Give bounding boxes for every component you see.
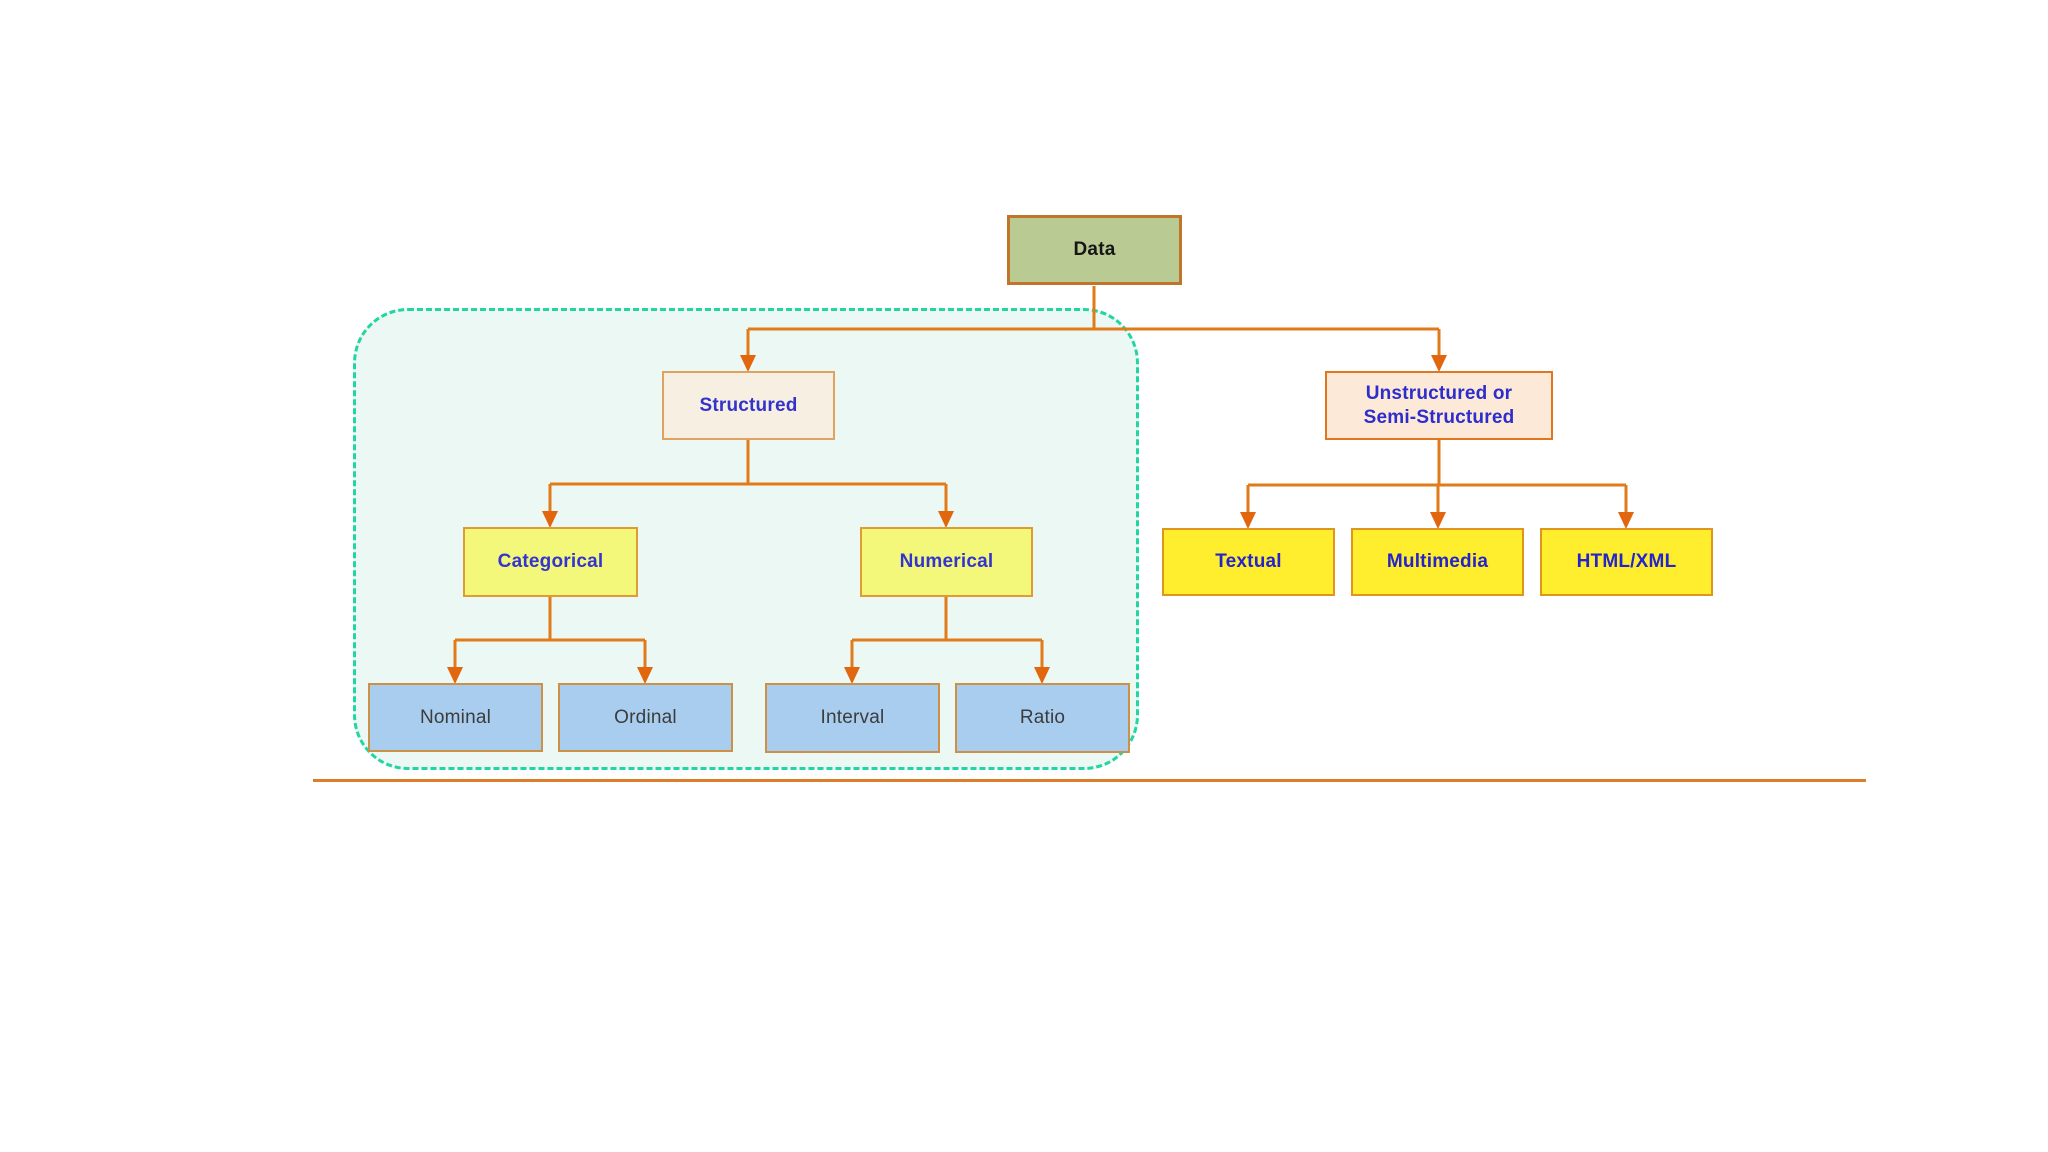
arrowhead-to-htmlxml-icon (1618, 512, 1634, 529)
node-nominal-label: Nominal (419, 706, 492, 728)
connector-categorical-trunk (453, 597, 647, 668)
node-ordinal: Ordinal (558, 683, 733, 752)
connector-numerical-trunk (850, 597, 1044, 668)
node-numerical-label: Numerical (899, 551, 994, 572)
node-numerical: Numerical (860, 527, 1033, 597)
node-structured: Structured (662, 371, 835, 440)
arrowhead-to-categorical-icon (542, 511, 558, 528)
connector-structured-trunk (548, 440, 948, 512)
node-unstructured-label-line2: Semi-Structured (1363, 406, 1515, 428)
node-data: Data (1007, 215, 1182, 285)
arrowhead-to-textual-icon (1240, 512, 1256, 529)
connector-unstructured-trunk (1246, 440, 1628, 513)
node-unstructured-label-line1: Unstructured or (1365, 382, 1513, 404)
node-ratio: Ratio (955, 683, 1130, 753)
node-textual: Textual (1162, 528, 1335, 596)
node-html-xml-label: HTML/XML (1576, 551, 1677, 572)
node-structured-label: Structured (699, 394, 798, 416)
arrowhead-to-multimedia-icon (1430, 512, 1446, 529)
node-ratio-label: Ratio (1019, 707, 1066, 728)
node-ordinal-label: Ordinal (614, 706, 677, 728)
node-interval: Interval (765, 683, 940, 753)
node-textual-label: Textual (1215, 551, 1282, 572)
divider-line (313, 779, 1866, 782)
node-nominal: Nominal (368, 683, 543, 752)
arrowhead-to-ordinal-icon (637, 667, 653, 684)
arrowhead-to-structured-icon (740, 355, 756, 372)
arrowhead-to-nominal-icon (447, 667, 463, 684)
node-multimedia: Multimedia (1351, 528, 1524, 596)
node-interval-label: Interval (820, 707, 885, 728)
node-categorical-label: Categorical (497, 551, 604, 572)
node-unstructured-or-semi-structured: Unstructured or Semi-Structured (1325, 371, 1553, 440)
connector-data-trunk (746, 286, 1441, 356)
arrowhead-to-unstructured-icon (1431, 355, 1447, 372)
node-data-label: Data (1073, 239, 1116, 260)
node-html-xml: HTML/XML (1540, 528, 1713, 596)
node-multimedia-label: Multimedia (1386, 551, 1489, 572)
arrowhead-to-interval-icon (844, 667, 860, 684)
node-categorical: Categorical (463, 527, 638, 597)
arrowhead-to-numerical-icon (938, 511, 954, 528)
arrowhead-to-ratio-icon (1034, 667, 1050, 684)
